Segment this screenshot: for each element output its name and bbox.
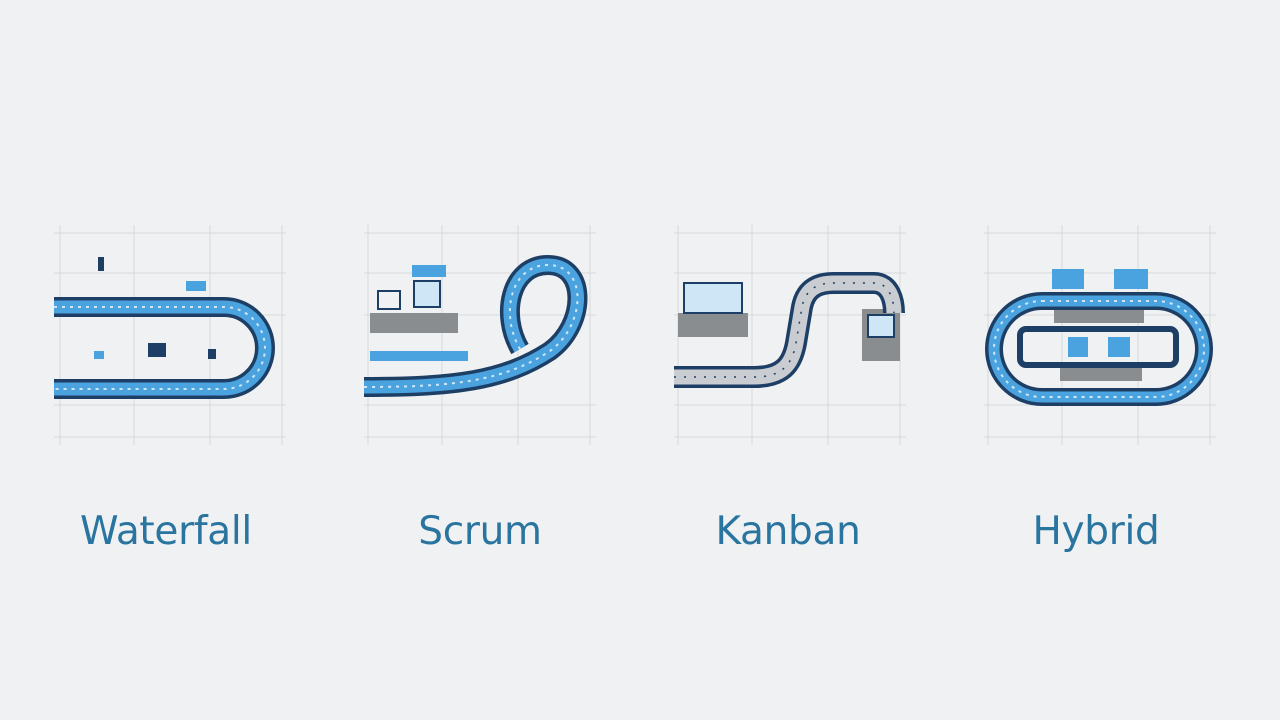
s-curve-conveyor-icon [674, 272, 905, 388]
station-icon [94, 257, 216, 359]
oval-loop-conveyor-icon [985, 292, 1213, 406]
waterfall-illustration [54, 225, 286, 445]
station-icon [1052, 269, 1148, 381]
scrum-label: Scrum [418, 509, 542, 554]
u-turn-conveyor-icon [54, 297, 275, 399]
scrum-illustration [363, 225, 596, 445]
kanban-label: Kanban [715, 509, 861, 554]
machine-icon [678, 282, 900, 361]
machine-icon [370, 265, 468, 361]
grid-background [54, 225, 286, 445]
kanban-illustration [674, 225, 906, 445]
waterfall-label: Waterfall [80, 509, 252, 554]
loop-conveyor-icon [363, 254, 588, 397]
hybrid-illustration [984, 225, 1216, 445]
hybrid-label: Hybrid [1032, 509, 1160, 554]
